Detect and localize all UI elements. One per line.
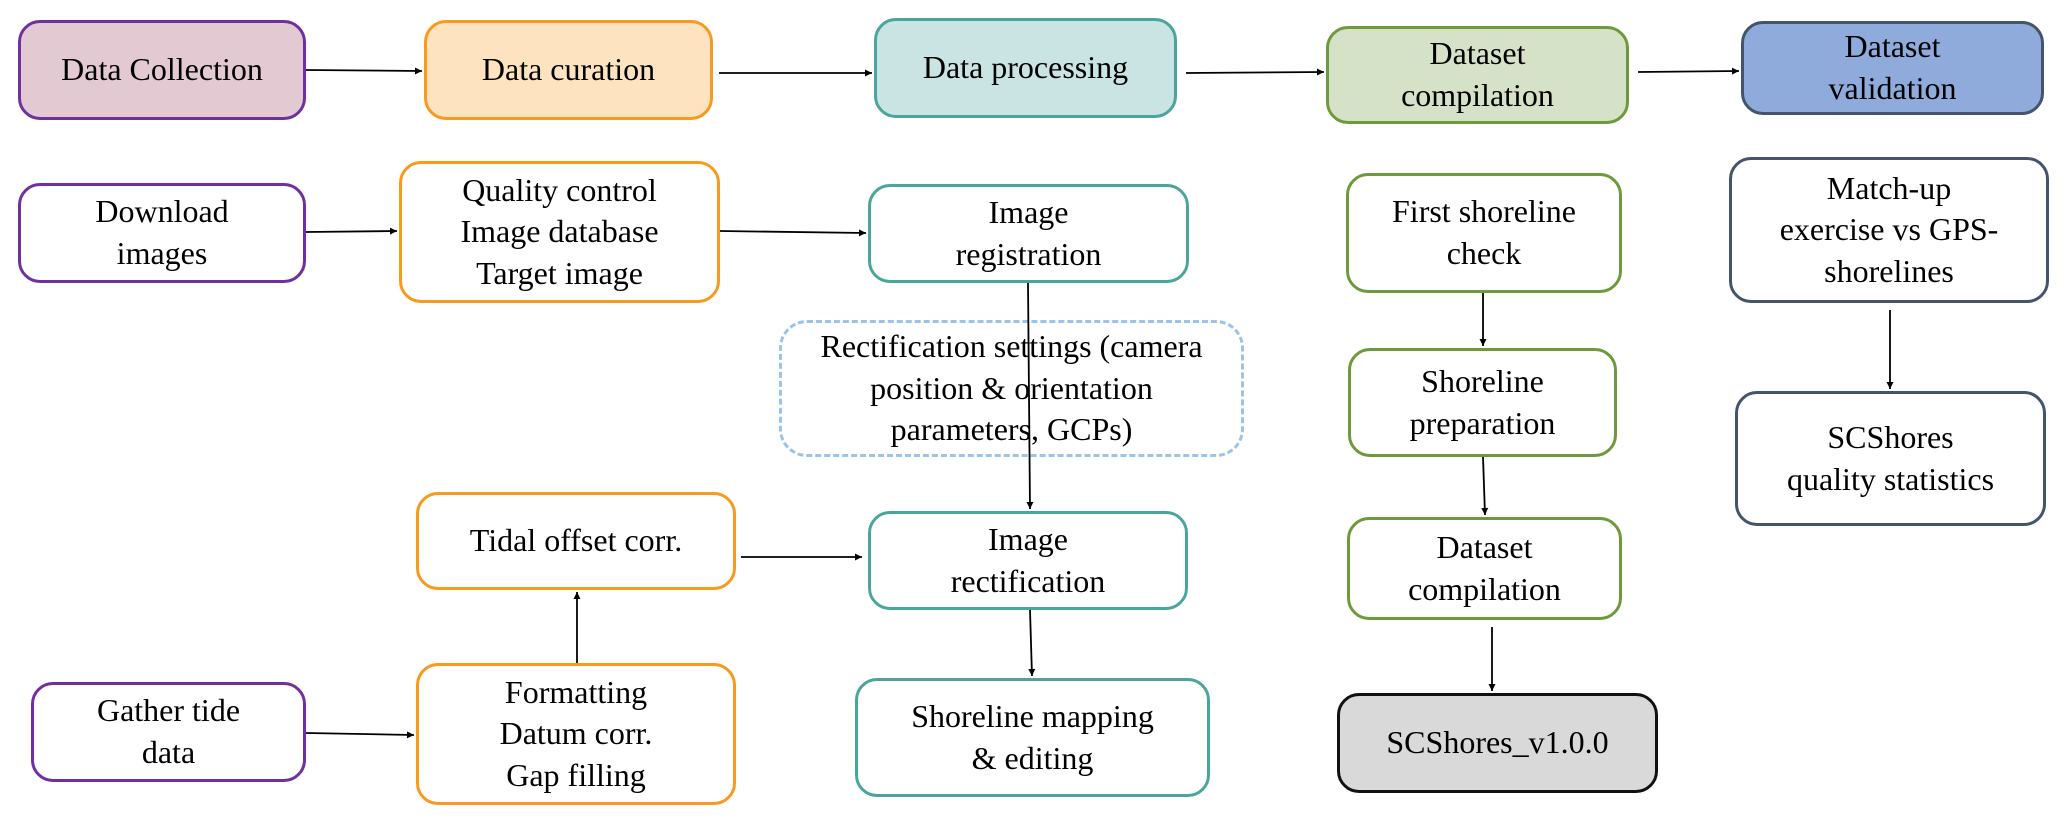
arrow-preparation-to-compilation xyxy=(1481,456,1489,516)
step-text: Download xyxy=(95,193,229,230)
step-text: Gap filling xyxy=(506,756,646,793)
step-text: Quality control xyxy=(462,171,657,208)
stage-label: Data Collection xyxy=(61,51,263,88)
stage-label: Data processing xyxy=(922,49,1129,86)
arrow-gather-to-tide-processing xyxy=(305,731,415,739)
arrow-qc-to-registration xyxy=(719,229,867,237)
step-text: Datum corr. xyxy=(499,715,653,752)
stage-label-line: Dataset xyxy=(1429,35,1526,72)
step-text: rectification xyxy=(950,562,1106,599)
step-text: Gather tide xyxy=(96,692,241,729)
arrow-compilation-to-validation xyxy=(1637,67,1740,75)
step-gather-tide-data[interactable]: Gather tide data xyxy=(31,682,306,782)
step-text: shorelines xyxy=(1824,252,1954,289)
step-text: Shoreline mapping xyxy=(911,697,1154,734)
step-text: & editing xyxy=(971,739,1094,776)
step-tide-data-processing[interactable]: Formatting Datum corr. Gap filling xyxy=(416,663,736,805)
rectification-settings-note: Rectification settings (camera position … xyxy=(779,320,1244,457)
step-first-shoreline-check[interactable]: First shoreline check xyxy=(1346,173,1622,293)
step-text: Image xyxy=(988,520,1068,557)
step-text: Target image xyxy=(476,254,643,291)
stage-label: Data curation xyxy=(481,51,656,88)
step-text: registration xyxy=(955,235,1102,272)
step-text: quality statistics xyxy=(1786,460,1995,497)
stage-data-curation[interactable]: Data curation xyxy=(424,20,713,120)
arrow-collection-to-curation xyxy=(305,67,423,75)
step-text: exercise vs GPS- xyxy=(1779,211,1999,248)
arrow-rectification-to-mapping xyxy=(1028,609,1036,677)
stage-label-line: validation xyxy=(1828,70,1957,106)
stage-data-collection[interactable]: Data Collection xyxy=(18,20,306,120)
step-shoreline-preparation[interactable]: Shoreline preparation xyxy=(1348,348,1617,457)
step-download-images[interactable]: Download images xyxy=(18,183,306,283)
step-text: Image database xyxy=(460,213,659,250)
step-shoreline-mapping[interactable]: Shoreline mapping & editing xyxy=(855,678,1210,797)
stage-dataset-compilation[interactable]: Dataset compilation xyxy=(1326,26,1629,124)
step-text: Formatting xyxy=(504,673,648,710)
step-text: Dataset xyxy=(1436,528,1533,565)
step-text: compilation xyxy=(1408,570,1561,607)
step-text: First shoreline xyxy=(1392,193,1576,230)
step-text: Shoreline xyxy=(1421,362,1544,399)
step-image-registration[interactable]: Image registration xyxy=(868,184,1189,283)
stage-dataset-validation[interactable]: Dataset validation xyxy=(1741,21,2044,115)
step-text: preparation xyxy=(1409,404,1556,441)
step-quality-statistics[interactable]: SCShores quality statistics xyxy=(1735,391,2046,526)
output-scshores-dataset[interactable]: SCShores_v1.0.0 xyxy=(1337,693,1658,793)
step-text: SCShores xyxy=(1827,418,1954,455)
note-text: position & orientation xyxy=(870,369,1153,406)
step-text: data xyxy=(141,734,196,770)
step-text: Tidal offset corr. xyxy=(469,522,683,559)
note-text: parameters, GCPs) xyxy=(890,411,1133,448)
step-tidal-offset-correction[interactable]: Tidal offset corr. xyxy=(416,492,736,590)
stage-data-processing[interactable]: Data processing xyxy=(874,18,1177,118)
step-image-quality-control[interactable]: Quality control Image database Target im… xyxy=(399,161,720,303)
stage-label-line: compilation xyxy=(1401,77,1554,113)
step-text: check xyxy=(1446,235,1522,271)
note-text: Rectification settings (camera xyxy=(820,328,1203,365)
stage-label-line: Dataset xyxy=(1844,28,1941,65)
step-image-rectification[interactable]: Image rectification xyxy=(868,511,1188,610)
step-text: Match-up xyxy=(1826,169,1952,206)
output-text: SCShores_v1.0.0 xyxy=(1386,724,1609,761)
step-text: Image xyxy=(988,193,1069,230)
step-matchup-exercise[interactable]: Match-up exercise vs GPS- shorelines xyxy=(1729,157,2049,303)
arrow-download-to-qc xyxy=(305,227,398,235)
arrow-processing-to-compilation xyxy=(1185,68,1325,76)
step-text: images xyxy=(116,235,208,271)
step-dataset-compilation[interactable]: Dataset compilation xyxy=(1347,517,1622,620)
